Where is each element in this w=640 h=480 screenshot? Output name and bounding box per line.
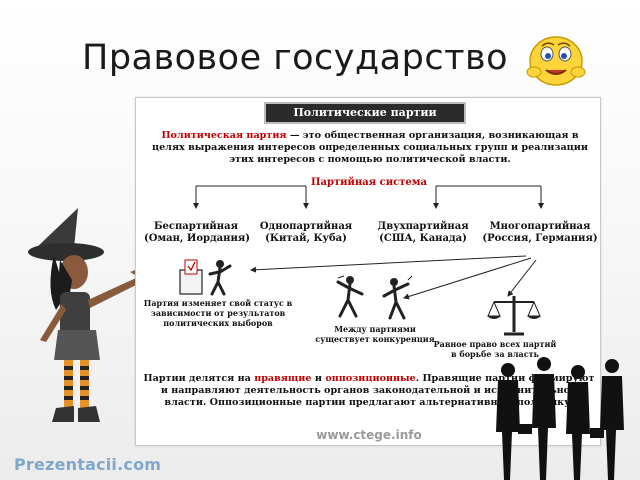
slide-title: Правовое государство: [82, 38, 509, 78]
scales-icon: [487, 296, 541, 336]
party-system-heading: Партийная система: [311, 177, 427, 188]
party-type-nonparty: Беспартийная (Оман, Иордания): [144, 221, 251, 245]
type-examples: (США, Канада): [379, 233, 467, 244]
party-infographic: Политические партии Политическая партия …: [135, 97, 601, 446]
party-definition: Политическая партия — это общественная о…: [144, 130, 596, 166]
business-people-illustration: [496, 357, 624, 480]
definition-text: — это общественная организация, возникаю…: [151, 130, 588, 165]
witch-illustration: [28, 208, 146, 422]
party-type-one-party: Однопартийная (Китай, Куба): [256, 221, 356, 245]
type-name: Двухпартийная: [377, 221, 469, 232]
ballot-box-icon: [179, 259, 232, 296]
type-name: Однопартийная: [259, 221, 353, 232]
caption-status: Партия изменяет свой статус в зависимост…: [143, 298, 293, 328]
definition-term: Политическая партия: [161, 130, 287, 141]
bottom-text-rest: . Правящие партии формируют и направляют…: [160, 373, 595, 408]
brand-watermark: Prezentacii.com: [14, 455, 162, 474]
panel-header: Политические партии: [264, 102, 466, 124]
bottom-text-start: Партии делятся на: [143, 373, 255, 384]
type-name: Беспартийная: [153, 221, 238, 232]
source-watermark: www.ctege.info: [316, 428, 422, 442]
type-examples: (Китай, Куба): [265, 233, 347, 244]
bottom-text-and: и: [311, 373, 326, 384]
type-examples: (Оман, Иордания): [144, 233, 251, 244]
smiley-icon: [526, 36, 586, 86]
term-opposition: оппозиционные: [325, 373, 416, 384]
party-type-two-party: Двухпартийная (США, Канада): [370, 221, 476, 245]
diagram-connectors: [193, 185, 544, 300]
caption-equal-rights: Равное право всех партий в борьбе за вла…: [433, 339, 557, 359]
type-examples: (Россия, Германия): [482, 233, 598, 244]
type-name: Многопартийная: [489, 221, 591, 232]
caption-competition: Между партиями существует конкуренция: [315, 324, 435, 344]
term-ruling: правящие: [254, 373, 312, 384]
party-division-text: Партии делятся на правящие и оппозиционн…: [142, 373, 596, 409]
dueling-figures-icon: [336, 275, 413, 320]
party-type-multi-party: Многопартийная (Россия, Германия): [482, 221, 598, 245]
